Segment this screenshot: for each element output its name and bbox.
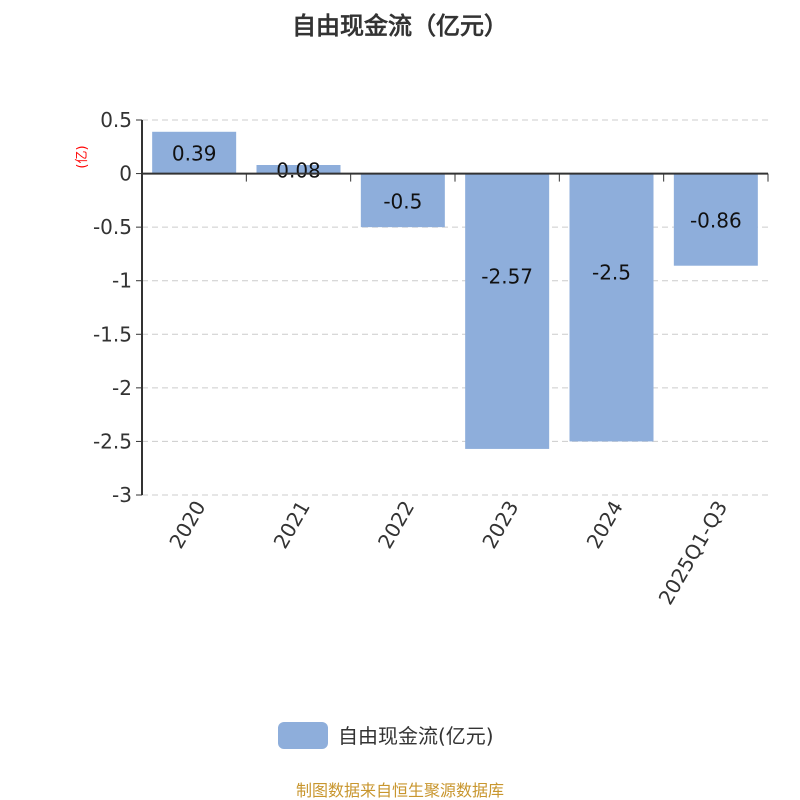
- source-footer: 制图数据来自恒生聚源数据库: [296, 781, 504, 800]
- bar: [152, 131, 237, 174]
- legend-label: 自由现金流(亿元): [338, 724, 494, 748]
- y-tick-label: 0: [119, 162, 132, 186]
- y-axis-label: (亿): [75, 145, 90, 168]
- y-tick-label: 0.5: [100, 108, 132, 132]
- x-tick-label: 2025Q1-Q3: [653, 497, 732, 609]
- chart-title: 自由现金流（亿元）: [292, 12, 508, 40]
- legend-swatch: [278, 722, 328, 749]
- data-label: -2.5: [592, 261, 631, 285]
- legend[interactable]: 自由现金流(亿元): [278, 722, 494, 749]
- data-label: -0.86: [690, 209, 742, 233]
- y-tick-label: -1.5: [93, 322, 132, 346]
- y-tick-label: -2: [112, 376, 132, 400]
- x-tick-label: 2022: [373, 497, 419, 553]
- bar: [256, 165, 341, 174]
- bar: [673, 173, 758, 266]
- x-tick-label: 2024: [582, 497, 628, 553]
- y-tick-label: -3: [112, 483, 132, 507]
- bar: [360, 173, 445, 228]
- data-label: 0.39: [172, 142, 217, 166]
- y-tick-label: -0.5: [93, 215, 132, 239]
- data-label: 0.08: [276, 158, 321, 182]
- bar: [569, 173, 654, 442]
- bar: [465, 173, 550, 449]
- data-label: -0.5: [383, 189, 422, 213]
- data-label: -2.57: [481, 264, 533, 288]
- x-tick-label: 2023: [477, 497, 523, 553]
- y-tick-label: -2.5: [93, 429, 132, 453]
- x-tick-label: 2021: [269, 497, 315, 553]
- y-tick-label: -1: [112, 269, 132, 293]
- x-tick-label: 2020: [164, 497, 210, 553]
